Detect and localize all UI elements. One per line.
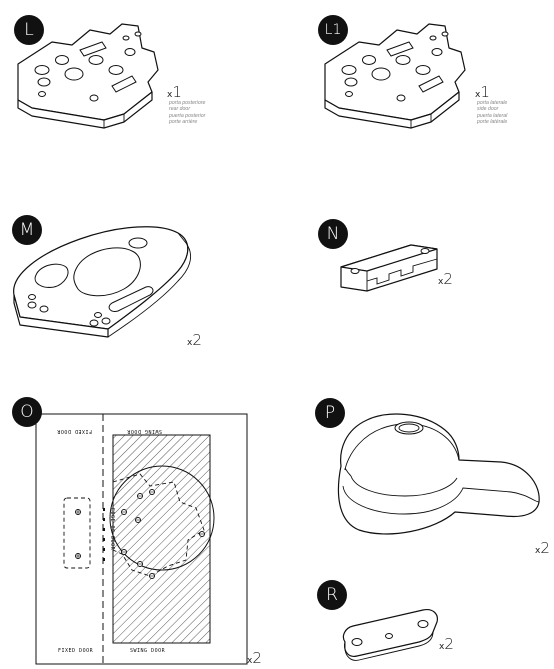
- part-badge-l: L: [14, 15, 44, 45]
- part-badge-o: O: [12, 397, 42, 427]
- template-label-bottom-right: SWING DOOR: [130, 648, 166, 654]
- clip-bracket-drawing: [340, 244, 438, 292]
- flat-plate-drawing: [342, 609, 438, 661]
- part-r: R x2: [305, 578, 554, 669]
- part-l: L x1 porta posteriore rear door puerta p: [0, 0, 277, 180]
- part-m: M x2: [0, 205, 277, 355]
- quantity-label-n: x2: [438, 270, 453, 288]
- template-label-top-left: FIXED DOOR: [56, 428, 92, 434]
- door-type-note-l1: porta laterale side door puerta lateral …: [477, 100, 508, 126]
- part-l1: L1 x1 porta laterale side door puerta la: [305, 0, 554, 180]
- part-n: N x2: [305, 205, 554, 355]
- quantity-label-m: x2: [187, 331, 202, 349]
- door-type-note-l: porta posteriore rear door puerta poster…: [169, 100, 206, 126]
- template-label-top-right: SWING DOOR: [126, 428, 162, 434]
- part-badge-l1: L1: [318, 15, 348, 45]
- part-badge-m: M: [12, 215, 42, 245]
- part-badge-n: N: [318, 219, 348, 249]
- part-badge-p: P: [315, 398, 345, 428]
- template-label-center: EDGE OF DOOR: [109, 508, 115, 551]
- quantity-label-o: x2: [247, 649, 262, 667]
- quantity-label-l1: x1: [475, 83, 490, 101]
- side-door-bracket-drawing: [324, 23, 466, 129]
- mounting-plate-drawing: [13, 226, 191, 338]
- rear-door-bracket-drawing: [17, 23, 159, 129]
- quantity-label-l: x1: [167, 83, 182, 101]
- dome-stopper-drawing: [337, 413, 540, 535]
- part-badge-r: R: [317, 580, 347, 610]
- part-o: O: [0, 390, 277, 669]
- drilling-template-drawing: FIXED DOOR SWING DOOR FIXED DOOR SWING D…: [35, 413, 248, 665]
- quantity-label-p: x2: [535, 539, 550, 557]
- quantity-label-r: x2: [439, 635, 454, 653]
- part-p: P x2: [305, 390, 554, 560]
- template-label-bottom-left: FIXED DOOR: [58, 648, 94, 654]
